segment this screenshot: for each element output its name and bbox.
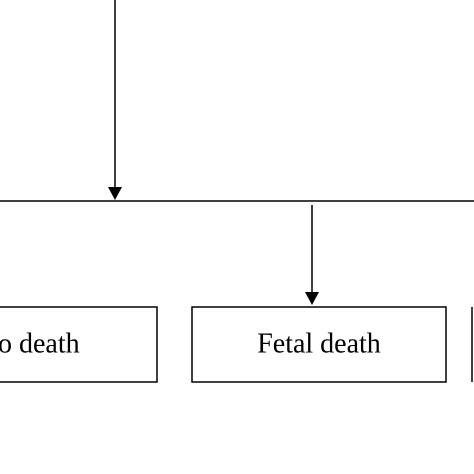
- left-box-border: [0, 306, 158, 383]
- right-box: Fetal death: [191, 306, 447, 383]
- left-box-label: o death: [0, 328, 80, 359]
- left-box: o death: [0, 306, 158, 383]
- right-box-label: Fetal death: [257, 328, 381, 359]
- arrowhead-down: [108, 187, 122, 200]
- right-box-border: [191, 306, 447, 383]
- arrowhead-down: [305, 292, 319, 305]
